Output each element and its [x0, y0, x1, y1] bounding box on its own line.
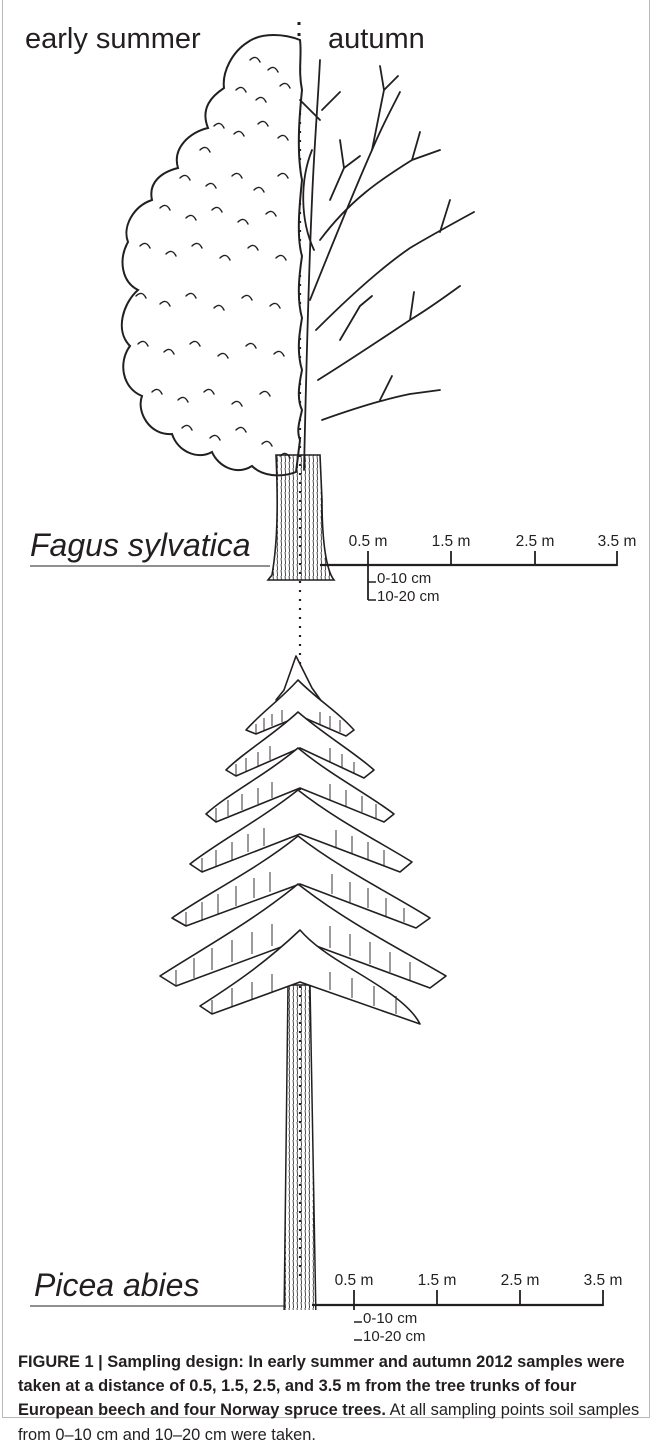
- beech-distance-label-3: 3.5 m: [598, 533, 637, 550]
- spruce-trunk: [284, 985, 316, 1310]
- beech-tree-drawing: [30, 35, 474, 580]
- spruce-distance-label-0: 0.5 m: [335, 1272, 374, 1289]
- spruce-tree-drawing: [30, 656, 446, 1310]
- beech-distance-label-0: 0.5 m: [349, 533, 388, 550]
- beech-species-label: Fagus sylvatica: [30, 527, 251, 563]
- beech-distance-label-2: 2.5 m: [516, 533, 555, 550]
- beech-depth-label-0: 0-10 cm: [377, 570, 431, 587]
- beech-summer-crown: [122, 35, 302, 475]
- figure-caption: FIGURE 1 | Sampling design: In early sum…: [18, 1350, 640, 1447]
- spruce-distance-label-3: 3.5 m: [584, 1272, 623, 1289]
- autumn-label: autumn: [328, 23, 425, 55]
- early-summer-label: early summer: [25, 23, 201, 55]
- spruce-distance-scale: 0.5 m 1.5 m 2.5 m 3.5 m: [312, 1272, 622, 1310]
- spruce-species-label: Picea abies: [34, 1267, 199, 1303]
- spruce-distance-label-1: 1.5 m: [418, 1272, 457, 1289]
- beech-depth-label-1: 10-20 cm: [377, 588, 440, 605]
- spruce-distance-label-2: 2.5 m: [501, 1272, 540, 1289]
- sampling-design-illustration: early summer autumn: [0, 0, 655, 1310]
- beech-distance-label-1: 1.5 m: [432, 533, 471, 550]
- beech-trunk: [268, 455, 334, 580]
- beech-distance-scale: 0.5 m 1.5 m 2.5 m 3.5 m 0-10 cm 10-20 cm: [320, 533, 636, 605]
